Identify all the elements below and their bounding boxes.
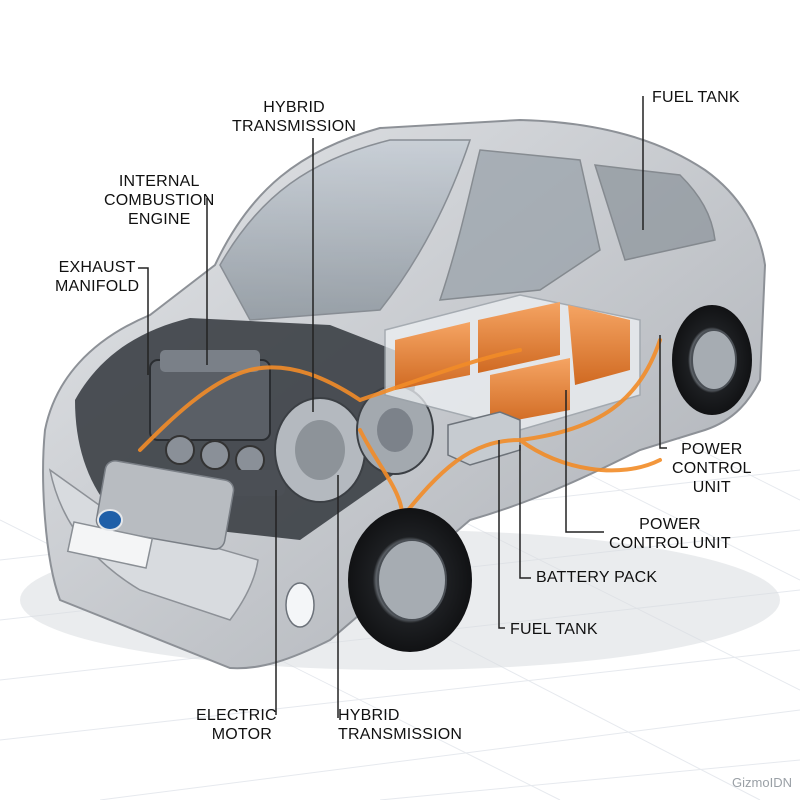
leader-power-control-unit-right bbox=[659, 335, 667, 449]
windshield bbox=[219, 139, 472, 321]
brand-badge-icon bbox=[97, 509, 123, 531]
leader-lines bbox=[138, 96, 667, 718]
leader-fuel-tank-bottom bbox=[498, 440, 505, 629]
label-battery-pack: BATTERY PACK bbox=[536, 568, 657, 587]
label-fuel-tank-bottom: FUEL TANK bbox=[510, 620, 598, 639]
label-line: UNIT bbox=[692, 479, 731, 496]
label-line: EXHAUST bbox=[58, 259, 136, 276]
electric-motor-unit bbox=[274, 397, 366, 503]
label-line: CONTROL bbox=[672, 460, 752, 477]
leader-battery-pack bbox=[519, 445, 531, 579]
label-power-control-unit-right: POWER CONTROL UNIT bbox=[672, 440, 752, 497]
leader-power-control-unit-mid bbox=[565, 390, 604, 533]
label-line: HYBRID bbox=[263, 99, 325, 116]
label-exhaust-manifold: EXHAUST MANIFOLD bbox=[55, 258, 139, 296]
label-line: MANIFOLD bbox=[55, 278, 140, 295]
watermark: GizmoIDN bbox=[732, 775, 792, 790]
label-internal-combustion-engine: INTERNAL COMBUSTION ENGINE bbox=[104, 172, 214, 229]
side-window-front bbox=[438, 149, 601, 301]
front-bumper bbox=[48, 460, 315, 628]
label-line: TRANSMISSION bbox=[338, 726, 463, 743]
label-line: TRANSMISSION bbox=[232, 118, 357, 135]
leader-exhaust-manifold bbox=[138, 267, 149, 375]
label-line: FUEL TANK bbox=[652, 89, 740, 106]
battery-pack bbox=[384, 294, 641, 431]
label-line: CONTROL UNIT bbox=[609, 535, 731, 552]
label-fuel-tank-top: FUEL TANK bbox=[652, 88, 740, 107]
label-line: MOTOR bbox=[211, 726, 272, 743]
label-line: HYBRID bbox=[338, 707, 400, 724]
label-line: BATTERY PACK bbox=[536, 569, 658, 586]
label-hybrid-transmission-bottom: HYBRID TRANSMISSION bbox=[338, 706, 462, 744]
label-line: COMBUSTION bbox=[104, 192, 215, 209]
label-line: ENGINE bbox=[127, 211, 191, 228]
label-line: INTERNAL bbox=[118, 173, 200, 190]
front-wheel bbox=[348, 508, 472, 652]
label-power-control-unit-mid: POWER CONTROL UNIT bbox=[609, 515, 731, 553]
rear-wheel bbox=[672, 305, 752, 415]
label-hybrid-transmission-top: HYBRID TRANSMISSION bbox=[232, 98, 356, 136]
side-window-rear bbox=[593, 164, 716, 261]
label-electric-motor: ELECTRIC MOTOR bbox=[196, 706, 277, 744]
label-line: POWER bbox=[639, 516, 701, 533]
label-line: FUEL TANK bbox=[510, 621, 598, 638]
label-line: ELECTRIC bbox=[196, 707, 277, 724]
label-line: POWER bbox=[681, 441, 743, 458]
